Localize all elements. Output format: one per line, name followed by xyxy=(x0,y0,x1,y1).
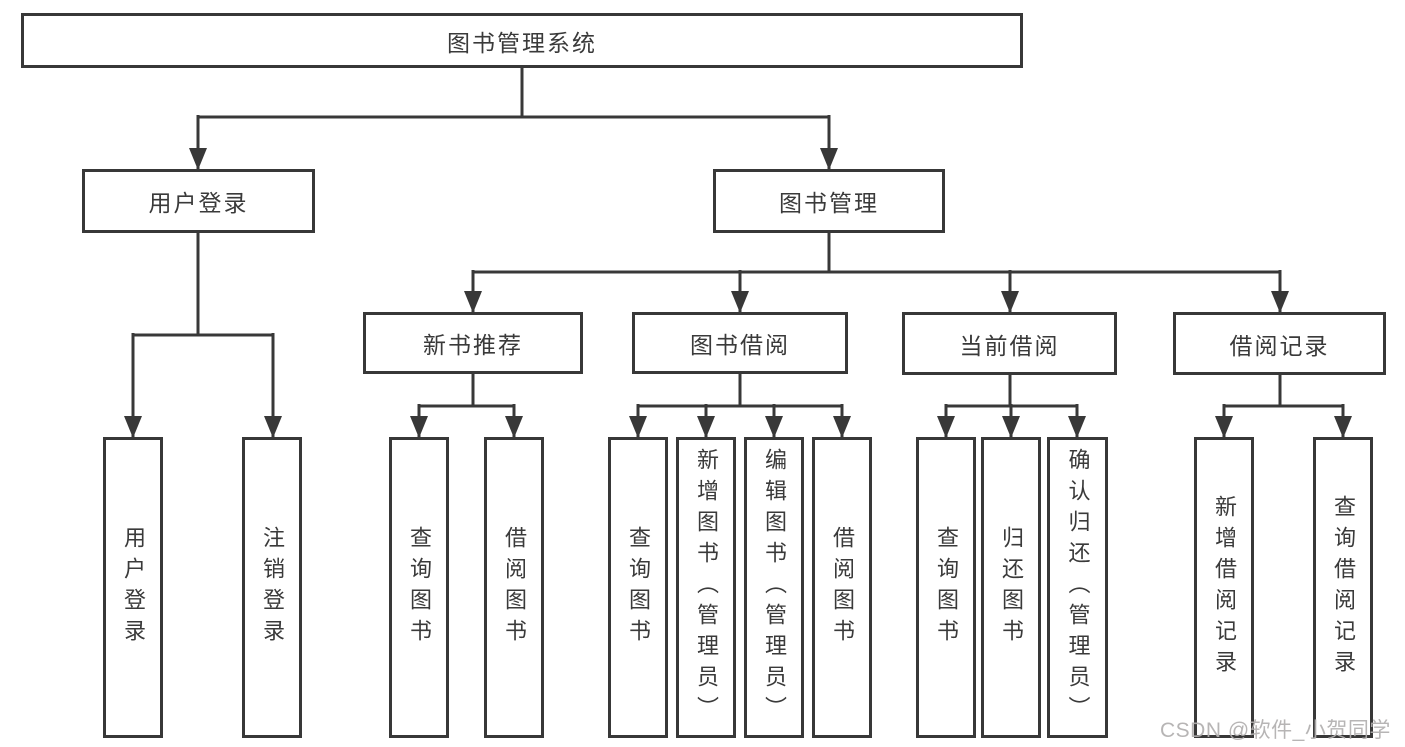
leaf-borrow-query-books: 查询图书 xyxy=(608,437,668,738)
node-library-system: 图书管理系统 xyxy=(21,13,1023,68)
connector-recommend-trunk xyxy=(419,374,514,408)
node-current-borrow: 当前借阅 xyxy=(902,312,1117,375)
leaf-current-return-books: 归还图书 xyxy=(981,437,1041,738)
node-book-borrow: 图书借阅 xyxy=(632,312,848,374)
connector-user-login-trunk xyxy=(133,233,273,337)
leaf-current-confirm-return-admin: 确认归还（管理员） xyxy=(1047,437,1108,738)
leaf-user-login: 用户登录 xyxy=(103,437,163,738)
node-book-management: 图书管理 xyxy=(713,169,945,233)
leaf-borrow-borrow-books: 借阅图书 xyxy=(812,437,872,738)
leaf-records-query-borrow-record: 查询借阅记录 xyxy=(1313,437,1373,738)
leaf-borrow-add-books-admin: 新增图书（管理员） xyxy=(676,437,736,738)
leaf-recommend-borrow-books: 借阅图书 xyxy=(484,437,544,738)
leaf-borrow-edit-books-admin: 编辑图书（管理员） xyxy=(744,437,804,738)
leaf-recommend-query-books: 查询图书 xyxy=(389,437,449,738)
leaf-current-query-books: 查询图书 xyxy=(916,437,976,738)
connector-book-management-trunk xyxy=(473,233,1280,274)
node-user-login: 用户登录 xyxy=(82,169,315,233)
csdn-watermark: CSDN @软件_小贺同学 xyxy=(1160,719,1391,742)
connector-root-trunk xyxy=(198,68,829,119)
connector-borrow-trunk xyxy=(638,374,842,408)
connector-records-trunk xyxy=(1224,374,1343,408)
node-borrow-records: 借阅记录 xyxy=(1173,312,1386,375)
leaf-logout-login: 注销登录 xyxy=(242,437,302,738)
node-new-book-recommend: 新书推荐 xyxy=(363,312,583,374)
connector-current-trunk xyxy=(946,374,1077,408)
leaf-records-add-borrow-record: 新增借阅记录 xyxy=(1194,437,1254,738)
